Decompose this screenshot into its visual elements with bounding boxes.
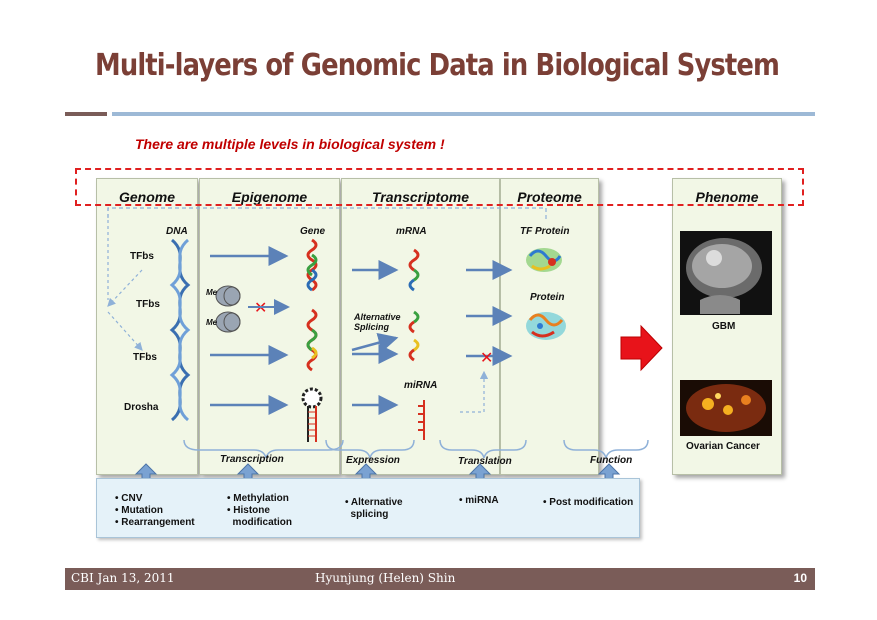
big-red-arrow-icon bbox=[620, 324, 663, 372]
proteome-header: Proteome bbox=[517, 189, 582, 205]
epigenome-factors: • Methylation • Histone modification bbox=[227, 493, 292, 528]
tfbs-link-1 bbox=[107, 269, 143, 307]
footer-author: Hyunjung (Helen) Shin bbox=[315, 571, 456, 585]
transcription-label: Transcription bbox=[220, 454, 284, 465]
dna-helix-icon bbox=[169, 238, 191, 422]
tfbs-label-3: TFbs bbox=[133, 352, 157, 363]
tfbs-label-2: TFbs bbox=[136, 299, 160, 310]
process-braces bbox=[183, 439, 649, 459]
title-rule-left bbox=[65, 112, 107, 116]
genome-column: Genome bbox=[96, 178, 198, 475]
dna-label: DNA bbox=[166, 226, 188, 237]
tfbs-link-2 bbox=[107, 311, 143, 351]
translation-blocked-x-icon: ✕ bbox=[480, 348, 493, 367]
upward-arrows bbox=[134, 463, 621, 489]
methyl-label-1: Me bbox=[206, 288, 218, 297]
layer-highlight-box bbox=[75, 168, 804, 206]
footer-bar: CBI Jan 13, 2011 Hyunjung (Helen) Shin 1… bbox=[65, 568, 815, 590]
factor-box: • CNV • Mutation • Rearrangement • Methy… bbox=[96, 478, 640, 538]
transcriptome-factors: • Alternative splicing bbox=[345, 497, 403, 520]
gene-label: Gene bbox=[300, 226, 326, 237]
ovarian-cancer-label: Ovarian Cancer bbox=[686, 441, 760, 452]
expression-label: Expression bbox=[346, 455, 400, 466]
drosha-label: Drosha bbox=[124, 402, 159, 413]
mirna-icon bbox=[418, 400, 425, 440]
mrna-label: mRNA bbox=[396, 226, 427, 237]
title-rule-right bbox=[112, 112, 815, 116]
tf-protein-icon bbox=[526, 248, 562, 272]
protein-label: Protein bbox=[530, 292, 565, 303]
transcriptome-header: Transcriptome bbox=[372, 189, 469, 205]
tf-protein-label: TF Protein bbox=[520, 226, 570, 237]
genome-factors: • CNV • Mutation • Rearrangement bbox=[115, 493, 195, 528]
protein-icon bbox=[526, 312, 566, 340]
gene-strands-icon bbox=[306, 238, 318, 372]
alt-splicing-label: Alternative Splicing bbox=[354, 312, 401, 332]
gbm-label: GBM bbox=[712, 321, 736, 332]
epigenome-header: Epigenome bbox=[231, 189, 308, 205]
mrna-strands-icon bbox=[408, 248, 420, 362]
mirna-factors: • miRNA bbox=[459, 495, 499, 506]
tfbs-label-1: TFbs bbox=[130, 251, 154, 262]
histone-icon bbox=[215, 285, 241, 333]
ovarian-ct-image bbox=[680, 380, 772, 436]
page-number: 10 bbox=[793, 571, 807, 585]
methyl-label-2: Me bbox=[206, 318, 218, 327]
genome-header: Genome bbox=[118, 189, 175, 205]
translation-label: Translation bbox=[458, 456, 512, 467]
proteome-factors: • Post modification bbox=[543, 497, 634, 508]
feedback-connector bbox=[107, 207, 547, 222]
slide-subtitle: There are multiple levels in biological … bbox=[135, 136, 445, 152]
slide-title: Multi-layers of Genomic Data in Biologic… bbox=[95, 48, 780, 83]
transcriptome-column: Transcriptome bbox=[341, 178, 500, 475]
phenome-header: Phenome bbox=[695, 189, 759, 205]
gbm-mri-image bbox=[680, 231, 772, 315]
function-label: Function bbox=[590, 455, 633, 466]
footer-date: CBI Jan 13, 2011 bbox=[71, 571, 175, 585]
mirna-label: miRNA bbox=[404, 380, 438, 391]
hairpin-icon bbox=[301, 387, 323, 442]
